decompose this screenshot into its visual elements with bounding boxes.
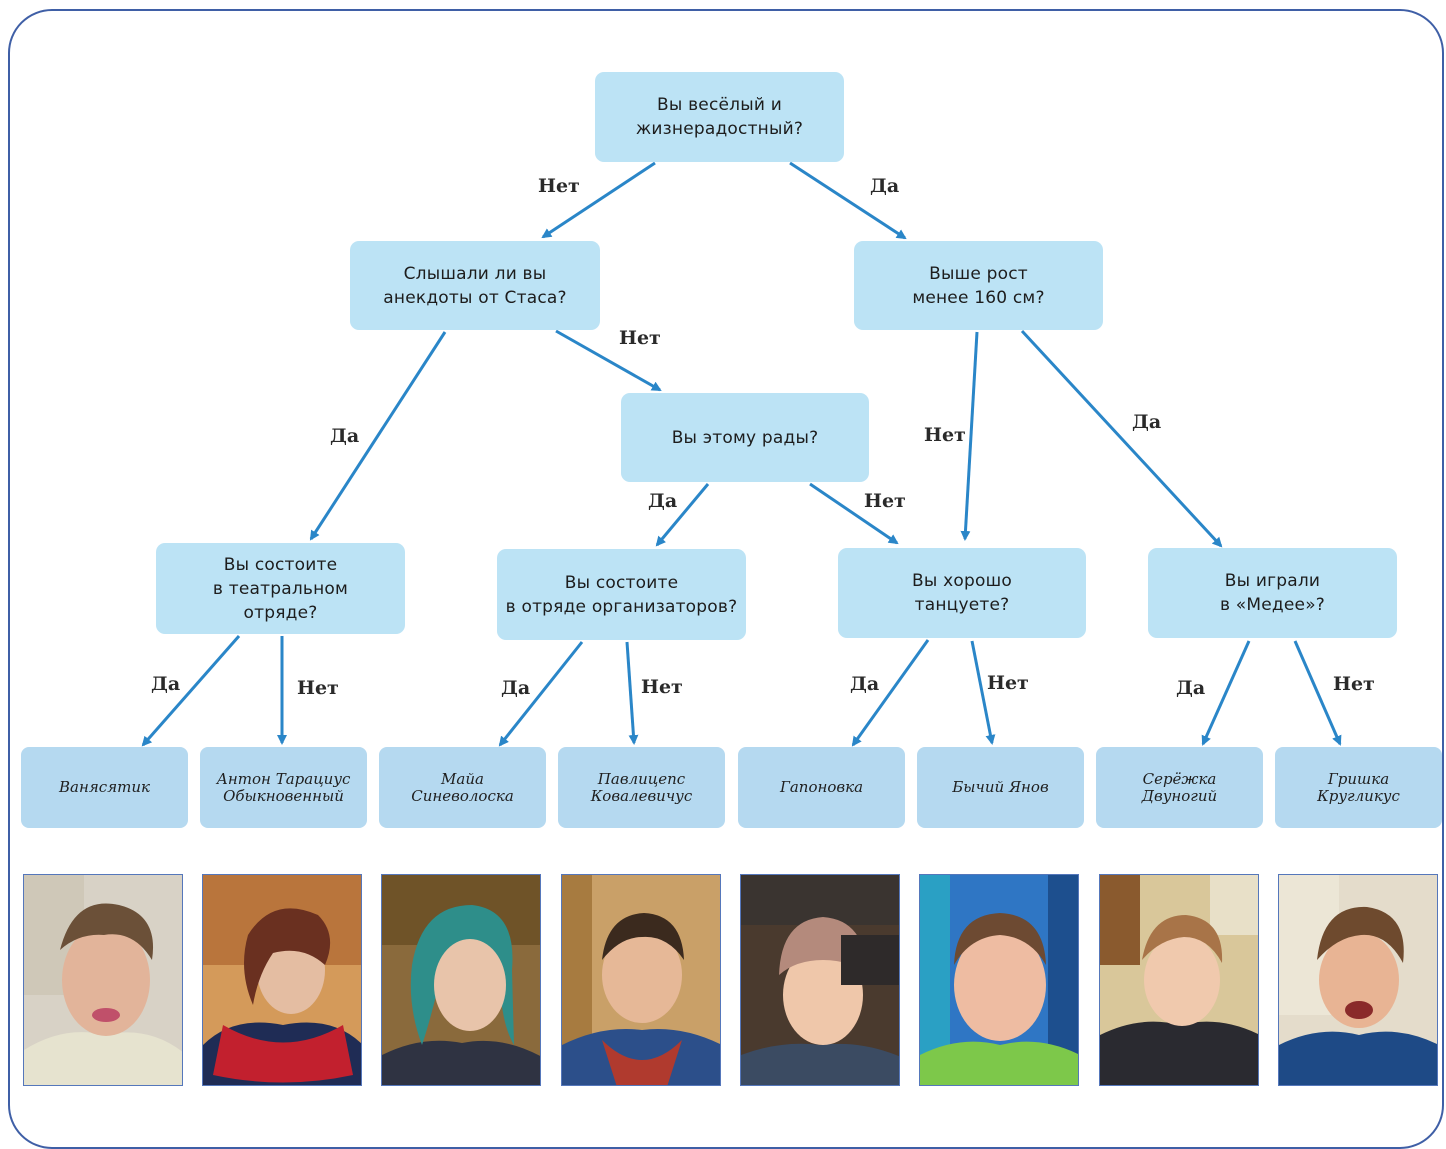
portrait-photo [381,874,541,1086]
portrait-photo [740,874,900,1086]
question-medea: Вы играли в «Медее»? [1148,548,1397,638]
edge-label-no: Нет [619,327,661,349]
edge-q5-leaf1 [141,635,241,747]
portrait-photo [561,874,721,1086]
edge-label-yes: Да [1176,677,1206,699]
leaf-name: Гришка Кругликус [1275,747,1442,828]
leaf-name: Гапоновка [738,747,905,828]
edge-q2-q5 [309,331,447,541]
portrait-photo [202,874,362,1086]
edge-q8-leaf8 [1293,640,1342,746]
edge-label-no: Нет [1333,673,1375,695]
portrait-photo [919,874,1079,1086]
portrait-photo [1278,874,1438,1086]
question-theatre-squad: Вы состоите в театральном отряде? [156,543,405,634]
portrait-photo [1099,874,1259,1086]
edge-label-no: Нет [297,677,339,699]
edge-label-yes: Да [850,673,880,695]
question-jokes: Слышали ли вы анекдоты от Стаса? [350,241,600,330]
question-organizers-squad: Вы состоите в отряде организаторов? [497,549,746,640]
edge-q8-leaf7 [1201,640,1251,746]
edge-q3-q8 [1020,329,1223,548]
edge-label-yes: Да [330,425,360,447]
question-dance: Вы хорошо танцуете? [838,548,1086,638]
leaf-name: Ванясятик [21,747,188,828]
edge-label-no: Нет [641,676,683,698]
edge-label-yes: Да [1132,411,1162,433]
edge-label-yes: Да [648,490,678,512]
edge-q4-q6 [655,483,710,547]
edge-q6-leaf3 [498,641,584,747]
tree-edges [141,161,1342,747]
edge-q1-q3 [789,161,907,240]
edge-label-no: Нет [538,175,580,197]
edge-q6-leaf4 [625,641,639,745]
edge-label-no: Нет [987,672,1029,694]
leaf-name: Павлицепс Ковалевичус [558,747,725,828]
edge-q3-q7 [960,331,979,541]
edge-label-yes: Да [870,175,900,197]
edge-q2-q4 [555,329,662,392]
edge-q1-q2 [541,161,656,239]
edge-q4-q7 [809,482,899,545]
question-height: Выше рост менее 160 см? [854,241,1103,330]
edge-label-no: Нет [864,490,906,512]
leaf-name: Антон Тарациус Обыкновенный [200,747,367,828]
question-cheerful: Вы весёлый и жизнерадостный? [595,72,844,162]
edge-label-no: Нет [924,424,966,446]
edge-q7-leaf6 [970,640,996,745]
edge-q7-leaf5 [851,639,930,747]
question-glad: Вы этому рады? [621,393,869,482]
edge-label-yes: Да [151,673,181,695]
edge-label-yes: Да [501,677,531,699]
leaf-name: Серёжка Двуногий [1096,747,1263,828]
portrait-photo [23,874,183,1086]
leaf-name: Бычий Янов [917,747,1084,828]
leaf-name: Майа Синеволоска [379,747,546,828]
